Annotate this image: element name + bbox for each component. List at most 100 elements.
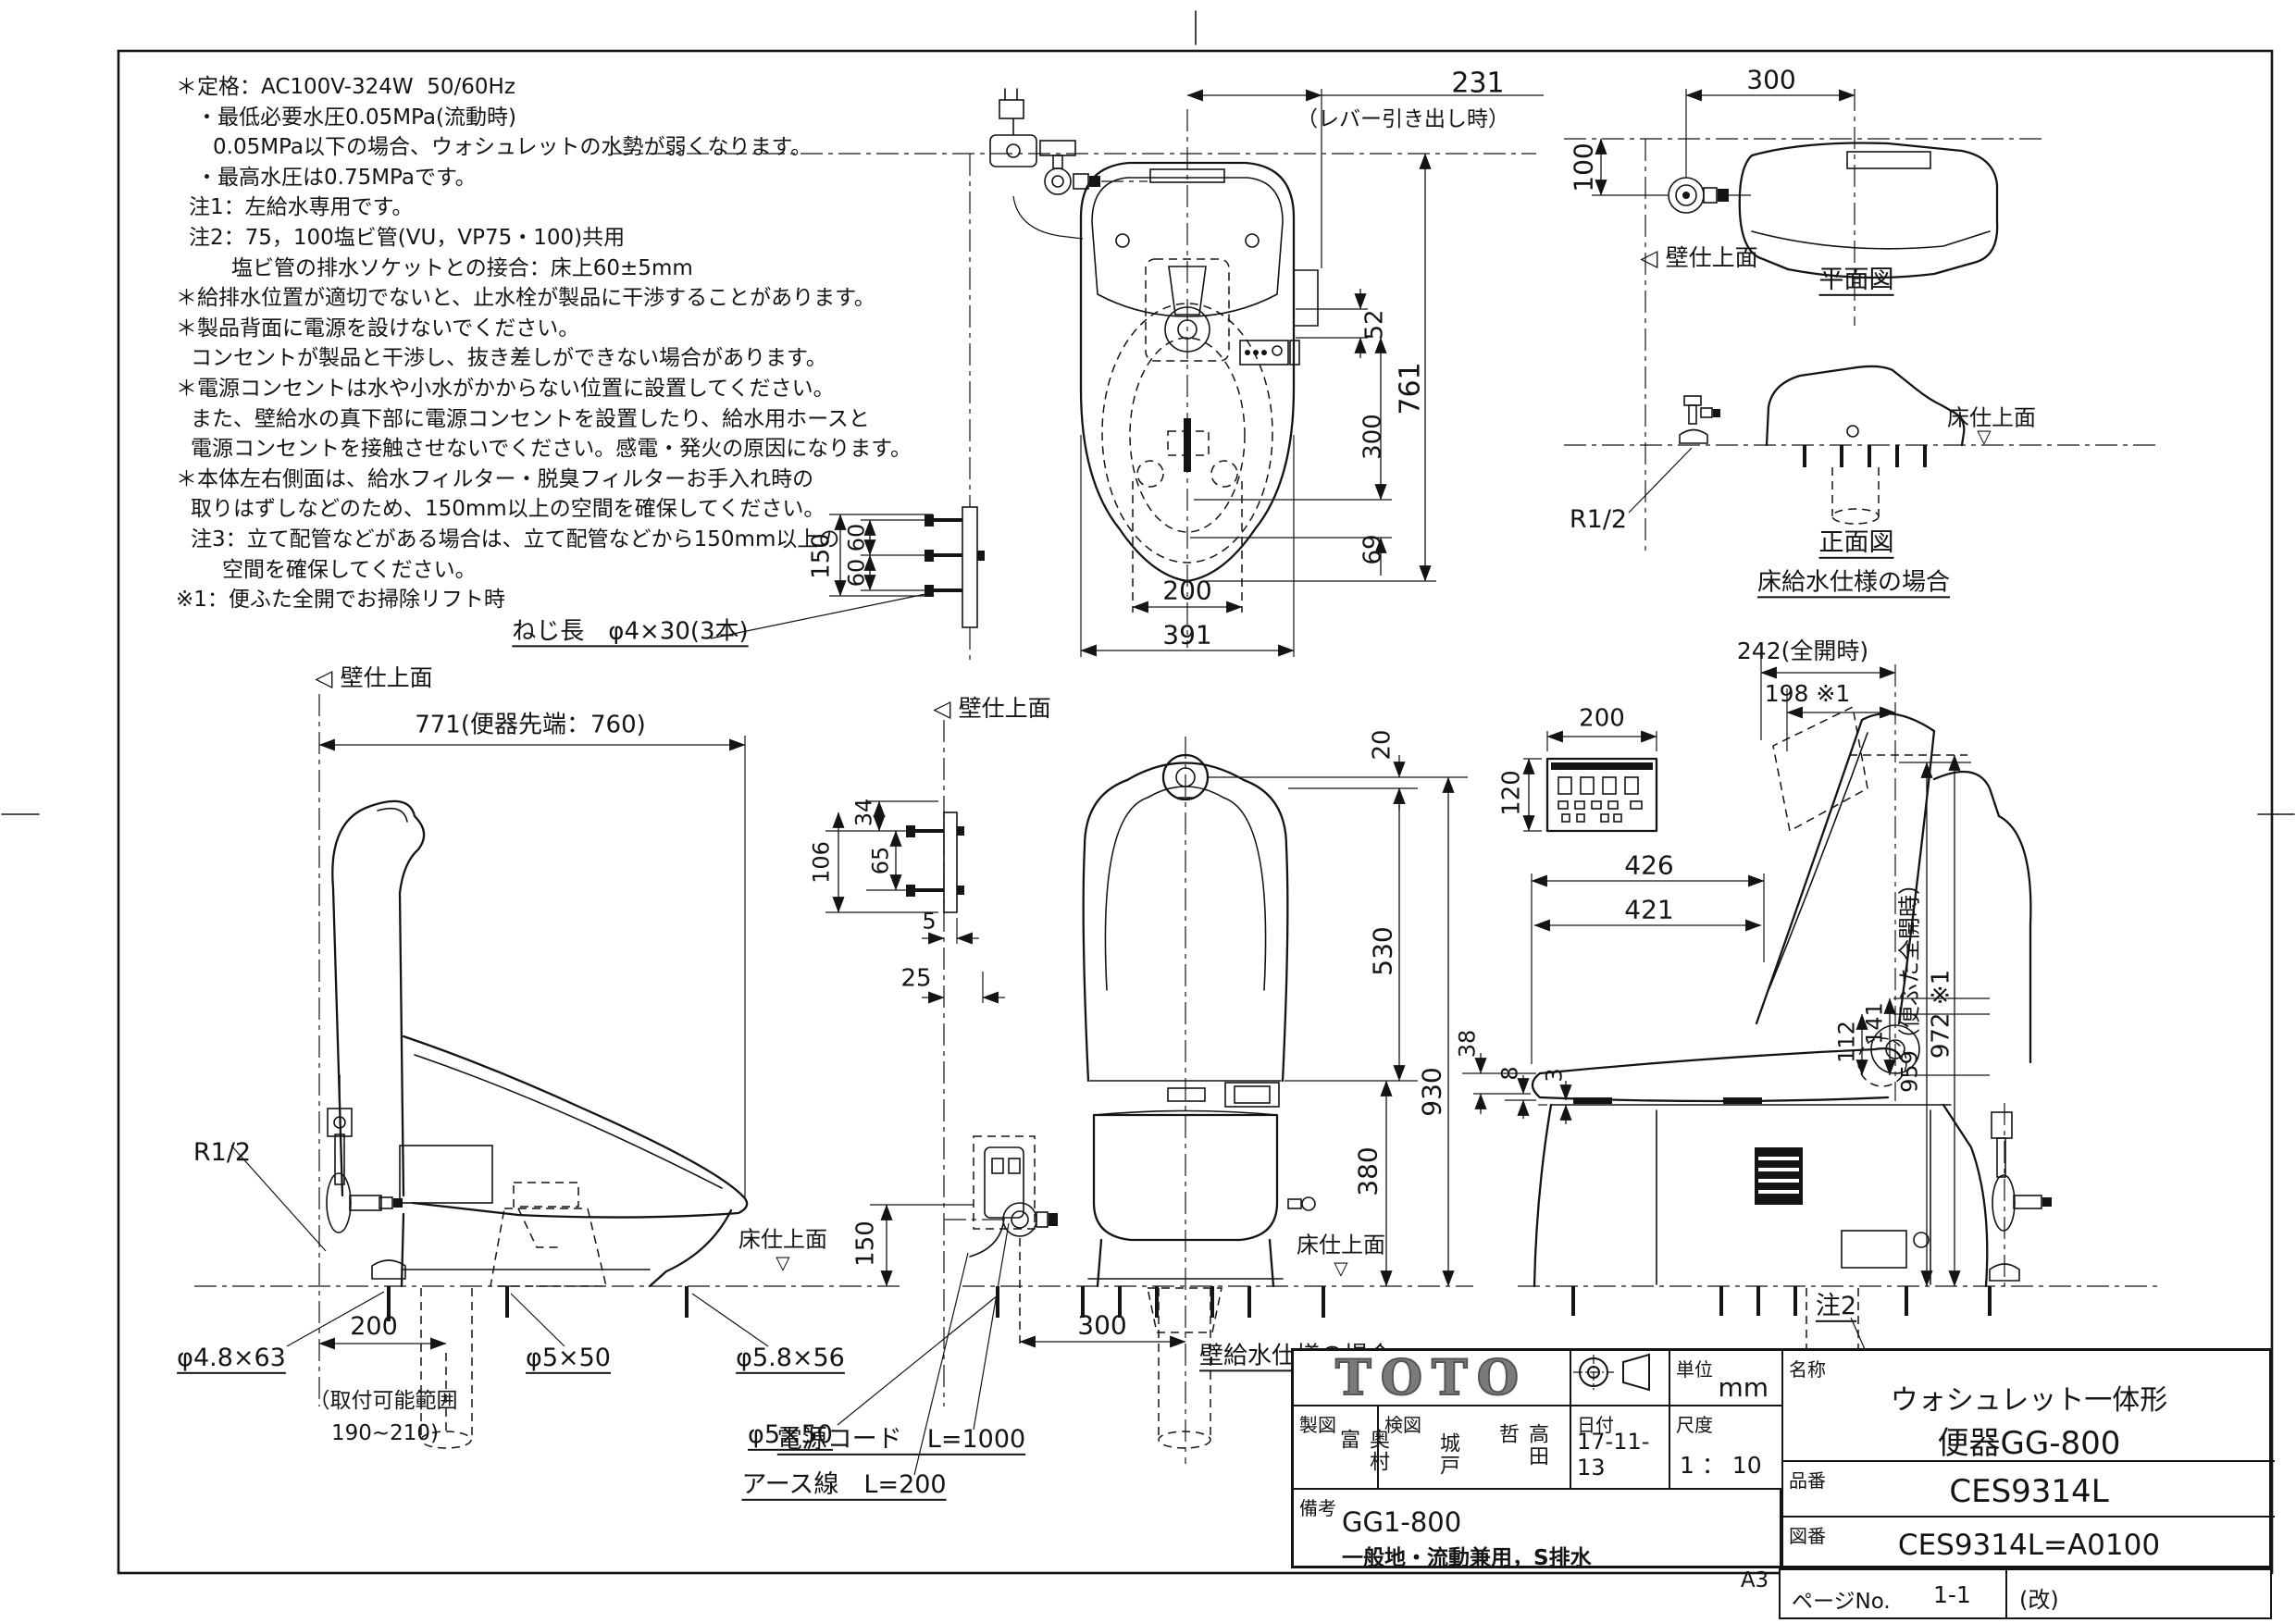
- dim-141: 141: [1861, 1002, 1888, 1045]
- dim-959: 959（便ふた全開時）: [1896, 873, 1923, 1093]
- dim-930: 930: [1416, 1067, 1447, 1117]
- dim-106: 106: [808, 841, 835, 884]
- notes-block: ＊定格：AC100V-324W 50/60Hz ・最低必要水圧0.05MPa(流動…: [176, 72, 912, 615]
- floor-face-center: 床仕上面: [1297, 1232, 1385, 1258]
- dim-screw-5x50-floor: φ5×50: [526, 1343, 611, 1372]
- dim-112: 112: [1833, 1021, 1860, 1063]
- name-line-2: 便器GG-800: [1937, 1425, 2121, 1462]
- name-cell: 名称 ウォシュレット一体形 便器GG-800: [1781, 1351, 2275, 1462]
- revision-value: (改): [2019, 1587, 2059, 1613]
- note-mount-range-1: （取付可能範囲: [308, 1388, 458, 1413]
- dim-198: 198 ※1: [1764, 679, 1851, 707]
- dim-231-note: （レバー引き出し時）: [1297, 106, 1509, 131]
- wall-face-center: ◁ 壁仕上面: [933, 694, 1051, 722]
- scale-label: 尺度: [1676, 1414, 1713, 1436]
- drafter-name: 奥村富: [1336, 1429, 1389, 1473]
- dim-300-plan: 300: [1359, 414, 1387, 460]
- floor-supply-views: [1564, 89, 2156, 555]
- remarks-label: 備考: [1299, 1497, 1336, 1519]
- floor-mark-center: ▽: [1334, 1257, 1348, 1280]
- drafter-label: 製図: [1299, 1414, 1336, 1436]
- dim-20: 20: [1368, 729, 1396, 761]
- dim-200-left: 200: [350, 1311, 398, 1341]
- dim-530: 530: [1367, 926, 1398, 976]
- dim-771: 771(便器先端：760): [415, 711, 646, 739]
- wall-face-topright: ◁ 壁仕上面: [1640, 243, 1758, 271]
- title-block: TOTO 単位 mm 製図 奥村富 検図 城戸 高田哲: [1291, 1348, 2275, 1571]
- dim-65: 65: [867, 846, 894, 875]
- drafter-cell: 製図 奥村富: [1294, 1406, 1389, 1490]
- dim-60-lower: 60: [843, 558, 870, 588]
- floor-face-left: 床仕上面: [738, 1226, 827, 1253]
- dim-150-screws: 150: [807, 533, 836, 579]
- dim-screw-5x50-b: φ5×50: [748, 1419, 833, 1449]
- note-line-5: 注1：左給水専用です。: [189, 195, 414, 220]
- dim-5: 5: [922, 908, 937, 935]
- right-side-view: [1462, 648, 2158, 1449]
- dim-screw-48x63: φ4.8×63: [177, 1343, 286, 1372]
- note-line-3: 0.05MPa以下の場合、ウォシュレットの水勢が弱くなります。: [213, 135, 813, 160]
- label-a3: A3: [1740, 1567, 1769, 1592]
- name-label: 名称: [1789, 1358, 1826, 1381]
- dim-242: 242(全開時): [1736, 637, 1869, 664]
- dim-200-remote: 200: [1579, 704, 1625, 733]
- page-strip-divider: [2005, 1570, 2007, 1617]
- dim-8: 8: [1496, 1066, 1523, 1081]
- dim-52: 52: [1360, 309, 1389, 341]
- dim-426: 426: [1624, 849, 1674, 881]
- checker-label: 検図: [1384, 1414, 1421, 1436]
- floor-mark-topright: ▽: [1977, 425, 1992, 448]
- drawing-no-value: CES9314L=A0100: [1897, 1529, 2161, 1562]
- remarks-cell: 備考 GG1-800 一般地・流動兼用，S排水: [1294, 1490, 1781, 1571]
- remarks-line-1: GG1-800: [1342, 1506, 1462, 1538]
- dim-761: 761: [1394, 362, 1427, 415]
- note-line-14: ＊本体左右側面は、給水フィルター・脱臭フィルターお手入れ時の: [176, 466, 814, 491]
- label-screw-length: ねじ長 φ4×30(3本): [512, 617, 749, 646]
- label-floor-supply: 床給水仕様の場合: [1756, 568, 1951, 597]
- dim-300-center: 300: [1077, 1309, 1127, 1341]
- note-line-1: ＊定格：AC100V-324W 50/60Hz: [176, 75, 515, 99]
- center-rear-view: [913, 737, 1473, 1476]
- note-line-13: 電源コンセントを接触させないでください。感電・発火の原因になります。: [191, 437, 912, 462]
- floor-face-topright: 床仕上面: [1947, 404, 2036, 431]
- note-line-10: コンセントが製品と干渉し、抜き差しができない場合があります。: [191, 346, 827, 371]
- scale-value: 1 ： 10: [1680, 1452, 1762, 1479]
- view-title-front: 正面図: [1818, 527, 1894, 557]
- date-label: 日付: [1577, 1414, 1614, 1436]
- note-line-17: 空間を確保してください。: [222, 557, 477, 582]
- note-line-7: 塩ビ管の排水ソケットとの接合：床上60±5mm: [231, 255, 693, 280]
- view-title-plan: 平面図: [1818, 265, 1894, 294]
- dim-3: 3: [1541, 1068, 1568, 1083]
- note-line-12: また、壁給水の真下部に電源コンセントを設置したり、給水用ホースと: [191, 406, 870, 431]
- wall-face-left: ◁ 壁仕上面: [315, 663, 433, 691]
- dim-972: 972 ※1: [1927, 969, 1955, 1059]
- sheet-frame: [1, 10, 2295, 1575]
- dim-100: 100: [1568, 142, 1599, 192]
- note-chu2: 注2: [1815, 1291, 1857, 1320]
- dim-screw-58x56: φ5.8×56: [736, 1343, 845, 1372]
- dim-69: 69: [1359, 534, 1387, 565]
- name-line-1: ウォシュレット一体形: [1890, 1384, 2168, 1417]
- remarks-line-2: 一般地・流動兼用，S排水: [1342, 1546, 1592, 1570]
- dim-120: 120: [1497, 770, 1526, 816]
- label-r12-left: R1/2: [192, 1137, 252, 1167]
- dim-380: 380: [1352, 1146, 1384, 1196]
- drawing-no-cell: 図番 CES9314L=A0100: [1781, 1518, 2275, 1571]
- label-power-cord: 電源コード L=1000: [776, 1424, 1026, 1454]
- note-line-18: ※1：便ふた全開でお掃除リフト時: [176, 588, 505, 613]
- floor-mark-left: ▽: [776, 1251, 790, 1274]
- checker-cell: 検図 城戸 高田哲: [1379, 1406, 1571, 1490]
- note-line-16: 注3：立て配管などがある場合は、立て配管などから150mm以上の: [191, 527, 840, 551]
- note-line-9: ＊製品背面に電源を設けないでください。: [176, 316, 580, 341]
- dim-231: 231: [1451, 67, 1505, 100]
- projection-symbol-icon: [1571, 1351, 1670, 1406]
- product-label: 品番: [1789, 1469, 1826, 1492]
- product-value: CES9314L: [1949, 1473, 2109, 1510]
- page-label: ページNo.: [1792, 1590, 1891, 1614]
- dim-60-upper: 60: [843, 523, 870, 552]
- toto-logo-text: TOTO: [1334, 1349, 1528, 1407]
- note-line-6: 注2：75，100塩ビ管(VU，VP75・100)共用: [189, 225, 626, 250]
- note-line-2: ・最低必要水圧0.05MPa(流動時): [196, 105, 516, 130]
